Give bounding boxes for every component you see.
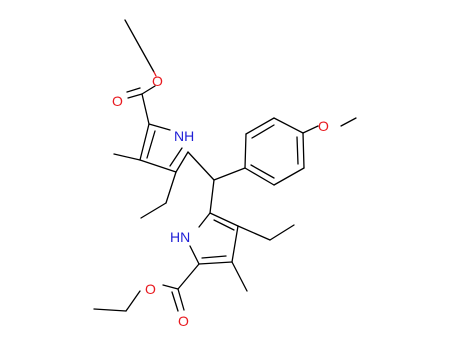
methoxy-bond	[340, 117, 357, 127]
ring-bond	[244, 133, 247, 169]
carbonyl-bond	[177, 288, 185, 311]
ring-bond	[148, 123, 171, 131]
carbonyl-double-bond	[127, 93, 143, 99]
methoxy-bond	[302, 125, 319, 134]
methyl-bond	[113, 153, 141, 161]
ester-carbon-bond	[177, 263, 200, 290]
ring-double-bond	[169, 147, 183, 167]
methoxyphenyl-group	[213, 117, 357, 186]
methyl-bond	[231, 261, 248, 292]
bridge-bond	[187, 151, 215, 181]
carbonyl-double-bond	[171, 291, 179, 312]
ethyl-bond	[140, 202, 167, 219]
ring-bond	[231, 225, 239, 263]
ring-double-bond	[213, 219, 235, 231]
ester-ether-oxygen-lower: O	[145, 281, 156, 297]
ester-o-bond	[141, 85, 156, 95]
ethyl-bond	[125, 290, 141, 312]
ethyl-bond	[124, 19, 141, 48]
pyrrole-nitrogen-lower: HN	[170, 229, 190, 245]
ring-bond	[198, 261, 233, 265]
ring-bond	[273, 167, 305, 186]
ethyl-bond	[139, 46, 155, 73]
ring-bond	[175, 151, 189, 173]
upper-pyrrole-ring	[113, 123, 215, 219]
upper-ethyl-ester	[124, 19, 157, 125]
aryl-bond	[213, 167, 246, 181]
bridge-bond	[209, 179, 215, 214]
ring-bond	[139, 123, 150, 161]
ring-bond	[273, 117, 304, 134]
methoxy-oxygen: O	[318, 118, 329, 134]
ethyl-bond	[93, 308, 127, 312]
ring-bond	[302, 132, 305, 169]
ethyl-bond	[237, 225, 271, 241]
ester-ether-oxygen-upper: O	[152, 73, 163, 89]
ring-double-bond	[251, 124, 275, 139]
ring-bond	[189, 245, 200, 265]
ring-bond	[209, 212, 239, 227]
pyrrole-nitrogen-upper: NH	[174, 128, 194, 144]
carbonyl-carbon-bond	[141, 93, 150, 125]
carbonyl-oxygen-lower: O	[178, 313, 189, 329]
ring-bond	[139, 159, 177, 173]
ethyl-bond	[165, 171, 177, 204]
ring-bond	[244, 167, 275, 186]
ester-o-bond	[153, 71, 157, 77]
ethyl-bond	[269, 224, 295, 241]
ring-double-bond	[296, 136, 299, 165]
carbonyl-oxygen-upper: O	[112, 93, 123, 109]
ring-double-bond	[146, 130, 156, 159]
carbonyl-double-bond	[126, 87, 141, 93]
ester-o-bond	[162, 284, 179, 290]
lower-pyrrole-ring	[189, 179, 295, 292]
ring-bond	[245, 117, 275, 135]
ring-double-bond	[201, 255, 227, 259]
ring-bond	[198, 212, 211, 228]
lower-ethyl-ester	[93, 263, 200, 312]
ring-double-bond	[250, 164, 275, 179]
